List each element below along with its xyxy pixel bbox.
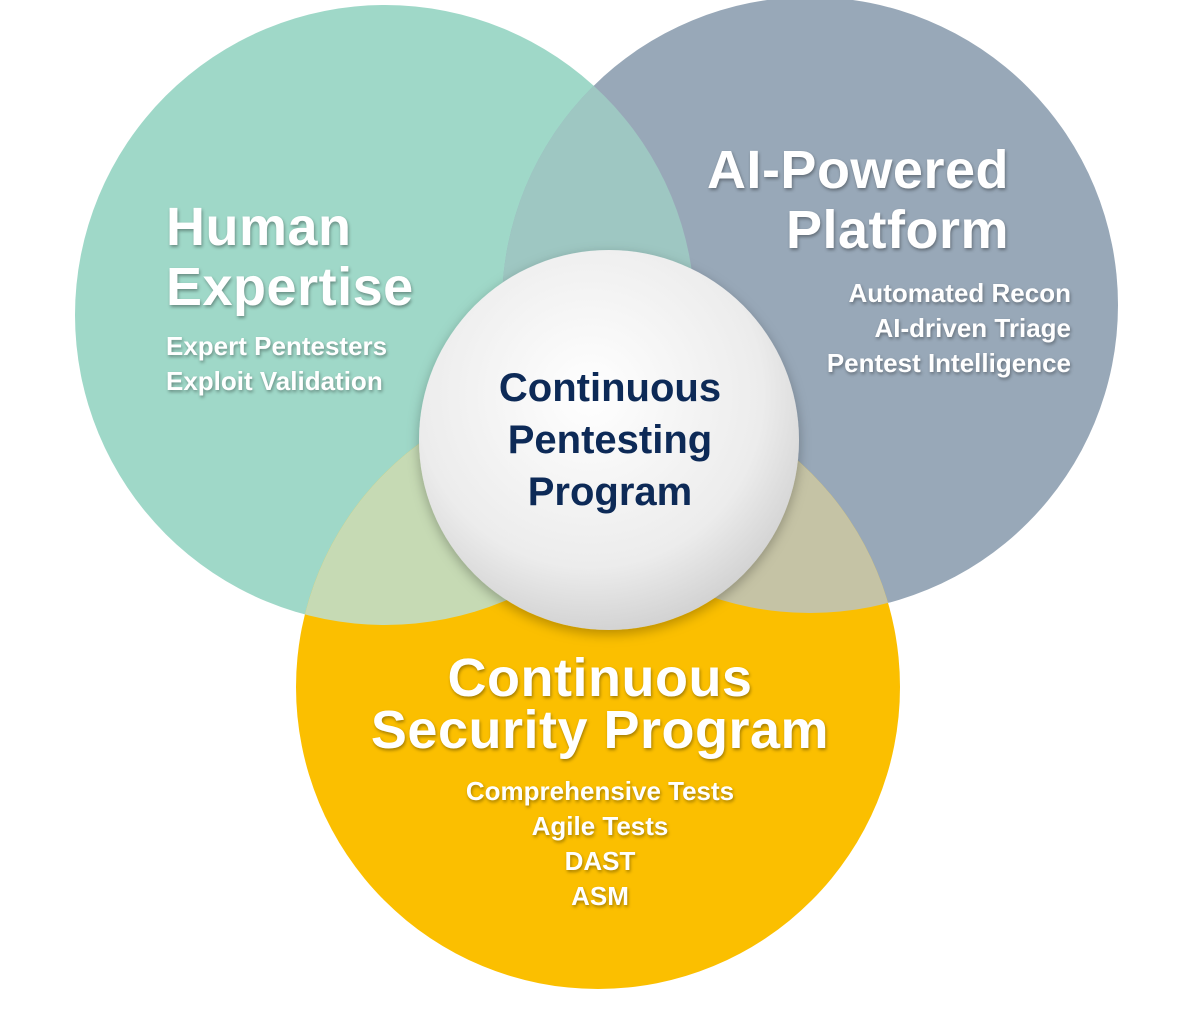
center-label-line: Continuous <box>498 366 722 410</box>
human-expertise-title: Human Expertise <box>166 197 466 317</box>
human-title-line: Human <box>166 197 352 257</box>
center-label: Continuous Pentesting Program <box>440 362 780 518</box>
continuous-security-label-group: Continuous Security Program Comprehensiv… <box>300 648 900 914</box>
list-item: ASM <box>571 881 629 911</box>
continuous-security-title: Continuous Security Program <box>300 648 900 760</box>
csp-title-line: Security Program <box>370 700 830 760</box>
ai-title-line: AI-Powered <box>706 140 1009 200</box>
human-expertise-items: Expert Pentesters Exploit Validation <box>166 329 466 399</box>
center-label-line: Pentesting <box>507 418 713 462</box>
list-item: Pentest Intelligence <box>826 348 1071 378</box>
list-item: Exploit Validation <box>166 366 383 396</box>
list-item: DAST <box>564 846 636 876</box>
ai-platform-items: Automated Recon AI-driven Triage Pentest… <box>700 276 1071 381</box>
ai-platform-label-group: AI-Powered Platform Automated Recon AI-d… <box>700 140 1071 381</box>
list-item: Automated Recon <box>848 278 1071 308</box>
continuous-security-items: Comprehensive Tests Agile Tests DAST ASM <box>300 774 900 914</box>
list-item: AI-driven Triage <box>874 313 1072 343</box>
list-item: Expert Pentesters <box>166 331 388 361</box>
human-expertise-label-group: Human Expertise Expert Pentesters Exploi… <box>166 197 466 399</box>
center-label-line: Program <box>527 470 693 514</box>
csp-title-line: Continuous <box>447 648 753 708</box>
ai-platform-title: AI-Powered Platform <box>700 140 1071 260</box>
ai-title-line: Platform <box>785 200 1009 260</box>
center-circle <box>419 250 799 630</box>
list-item: Comprehensive Tests <box>465 776 735 806</box>
human-title-line: Expertise <box>166 257 414 317</box>
list-item: Agile Tests <box>531 811 669 841</box>
